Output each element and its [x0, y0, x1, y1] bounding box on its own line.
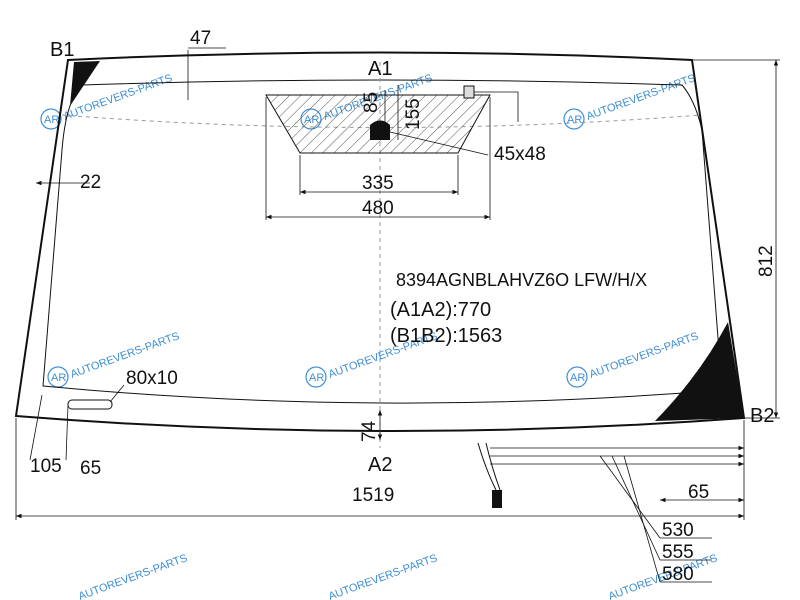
dim-65-left-label: 65: [80, 458, 101, 479]
glass-outer-edge: [14, 51, 746, 432]
connector-plug: [492, 490, 502, 508]
dim-65-right-label: 65: [688, 482, 709, 503]
dim-555-label: 555: [662, 542, 694, 563]
watermark-logo: AR AUTOREVERS-PARTS: [563, 72, 697, 130]
dim-480-label: 480: [362, 198, 394, 219]
b1b2-length: (B1B2):1563: [390, 325, 502, 347]
watermark-text: AUTOREVERS-PARTS: [327, 552, 439, 600]
dim-555-leader: [611, 455, 661, 561]
svg-text:AUTOREVERS-PARTS: AUTOREVERS-PARTS: [588, 330, 700, 381]
dim-45x48-label: 45x48: [494, 144, 546, 165]
point-a2-label: A2: [368, 454, 392, 476]
dim-812-label: 812: [756, 245, 777, 277]
corner-block-b1: [70, 61, 100, 106]
dim-580-label: 580: [662, 564, 694, 585]
dim-80x10-label: 80x10: [126, 368, 178, 389]
dim-85-label: 85: [361, 92, 382, 113]
dim-1519-label: 1519: [352, 485, 394, 506]
dim-22-label: 22: [80, 172, 101, 193]
corner-block-b2: [655, 322, 744, 421]
watermark-text: AUTOREVERS-PARTS: [77, 552, 189, 600]
dim-335-label: 335: [362, 173, 394, 194]
point-a1-label: A1: [368, 58, 392, 80]
connector-cable-2: [485, 442, 501, 491]
point-b1-label: B1: [50, 39, 74, 61]
dim-580-leader: [623, 455, 661, 583]
svg-text:AR: AR: [309, 372, 324, 384]
dim-530-label: 530: [662, 520, 694, 541]
a1a2-length: (A1A2):770: [390, 299, 491, 321]
dim-65-left-ext: [65, 404, 69, 461]
watermark-logo: AR AUTOREVERS-PARTS: [566, 330, 700, 388]
svg-text:AR: AR: [567, 114, 582, 126]
svg-text:AR: AR: [44, 114, 59, 126]
dim-45x48-leader: [389, 131, 489, 156]
svg-text:AR: AR: [570, 372, 585, 384]
vin-window: [67, 399, 113, 410]
svg-text:AR: AR: [51, 372, 66, 384]
connector-cable: [477, 442, 497, 491]
sensor-mount: [370, 120, 390, 140]
dim-105-ext: [29, 394, 43, 461]
dim-530-leader: [599, 455, 661, 539]
sunband-line: [61, 114, 701, 128]
dim-74-label: 74: [359, 420, 380, 442]
dim-80x10-leader: [109, 384, 125, 403]
part-code: 8394AGNBLAHVZ6O LFW/H/X: [396, 270, 647, 290]
sensor-leader: [474, 91, 519, 122]
svg-text:AUTOREVERS-PARTS: AUTOREVERS-PARTS: [585, 72, 697, 123]
point-b2-label: B2: [750, 405, 774, 427]
sensor-box: [463, 85, 475, 99]
dim-105-label: 105: [30, 456, 62, 477]
dim-155-label: 155: [403, 98, 424, 130]
dim-47-label: 47: [190, 28, 211, 49]
watermark-logo: AR AUTOREVERS-PARTS: [40, 72, 174, 130]
